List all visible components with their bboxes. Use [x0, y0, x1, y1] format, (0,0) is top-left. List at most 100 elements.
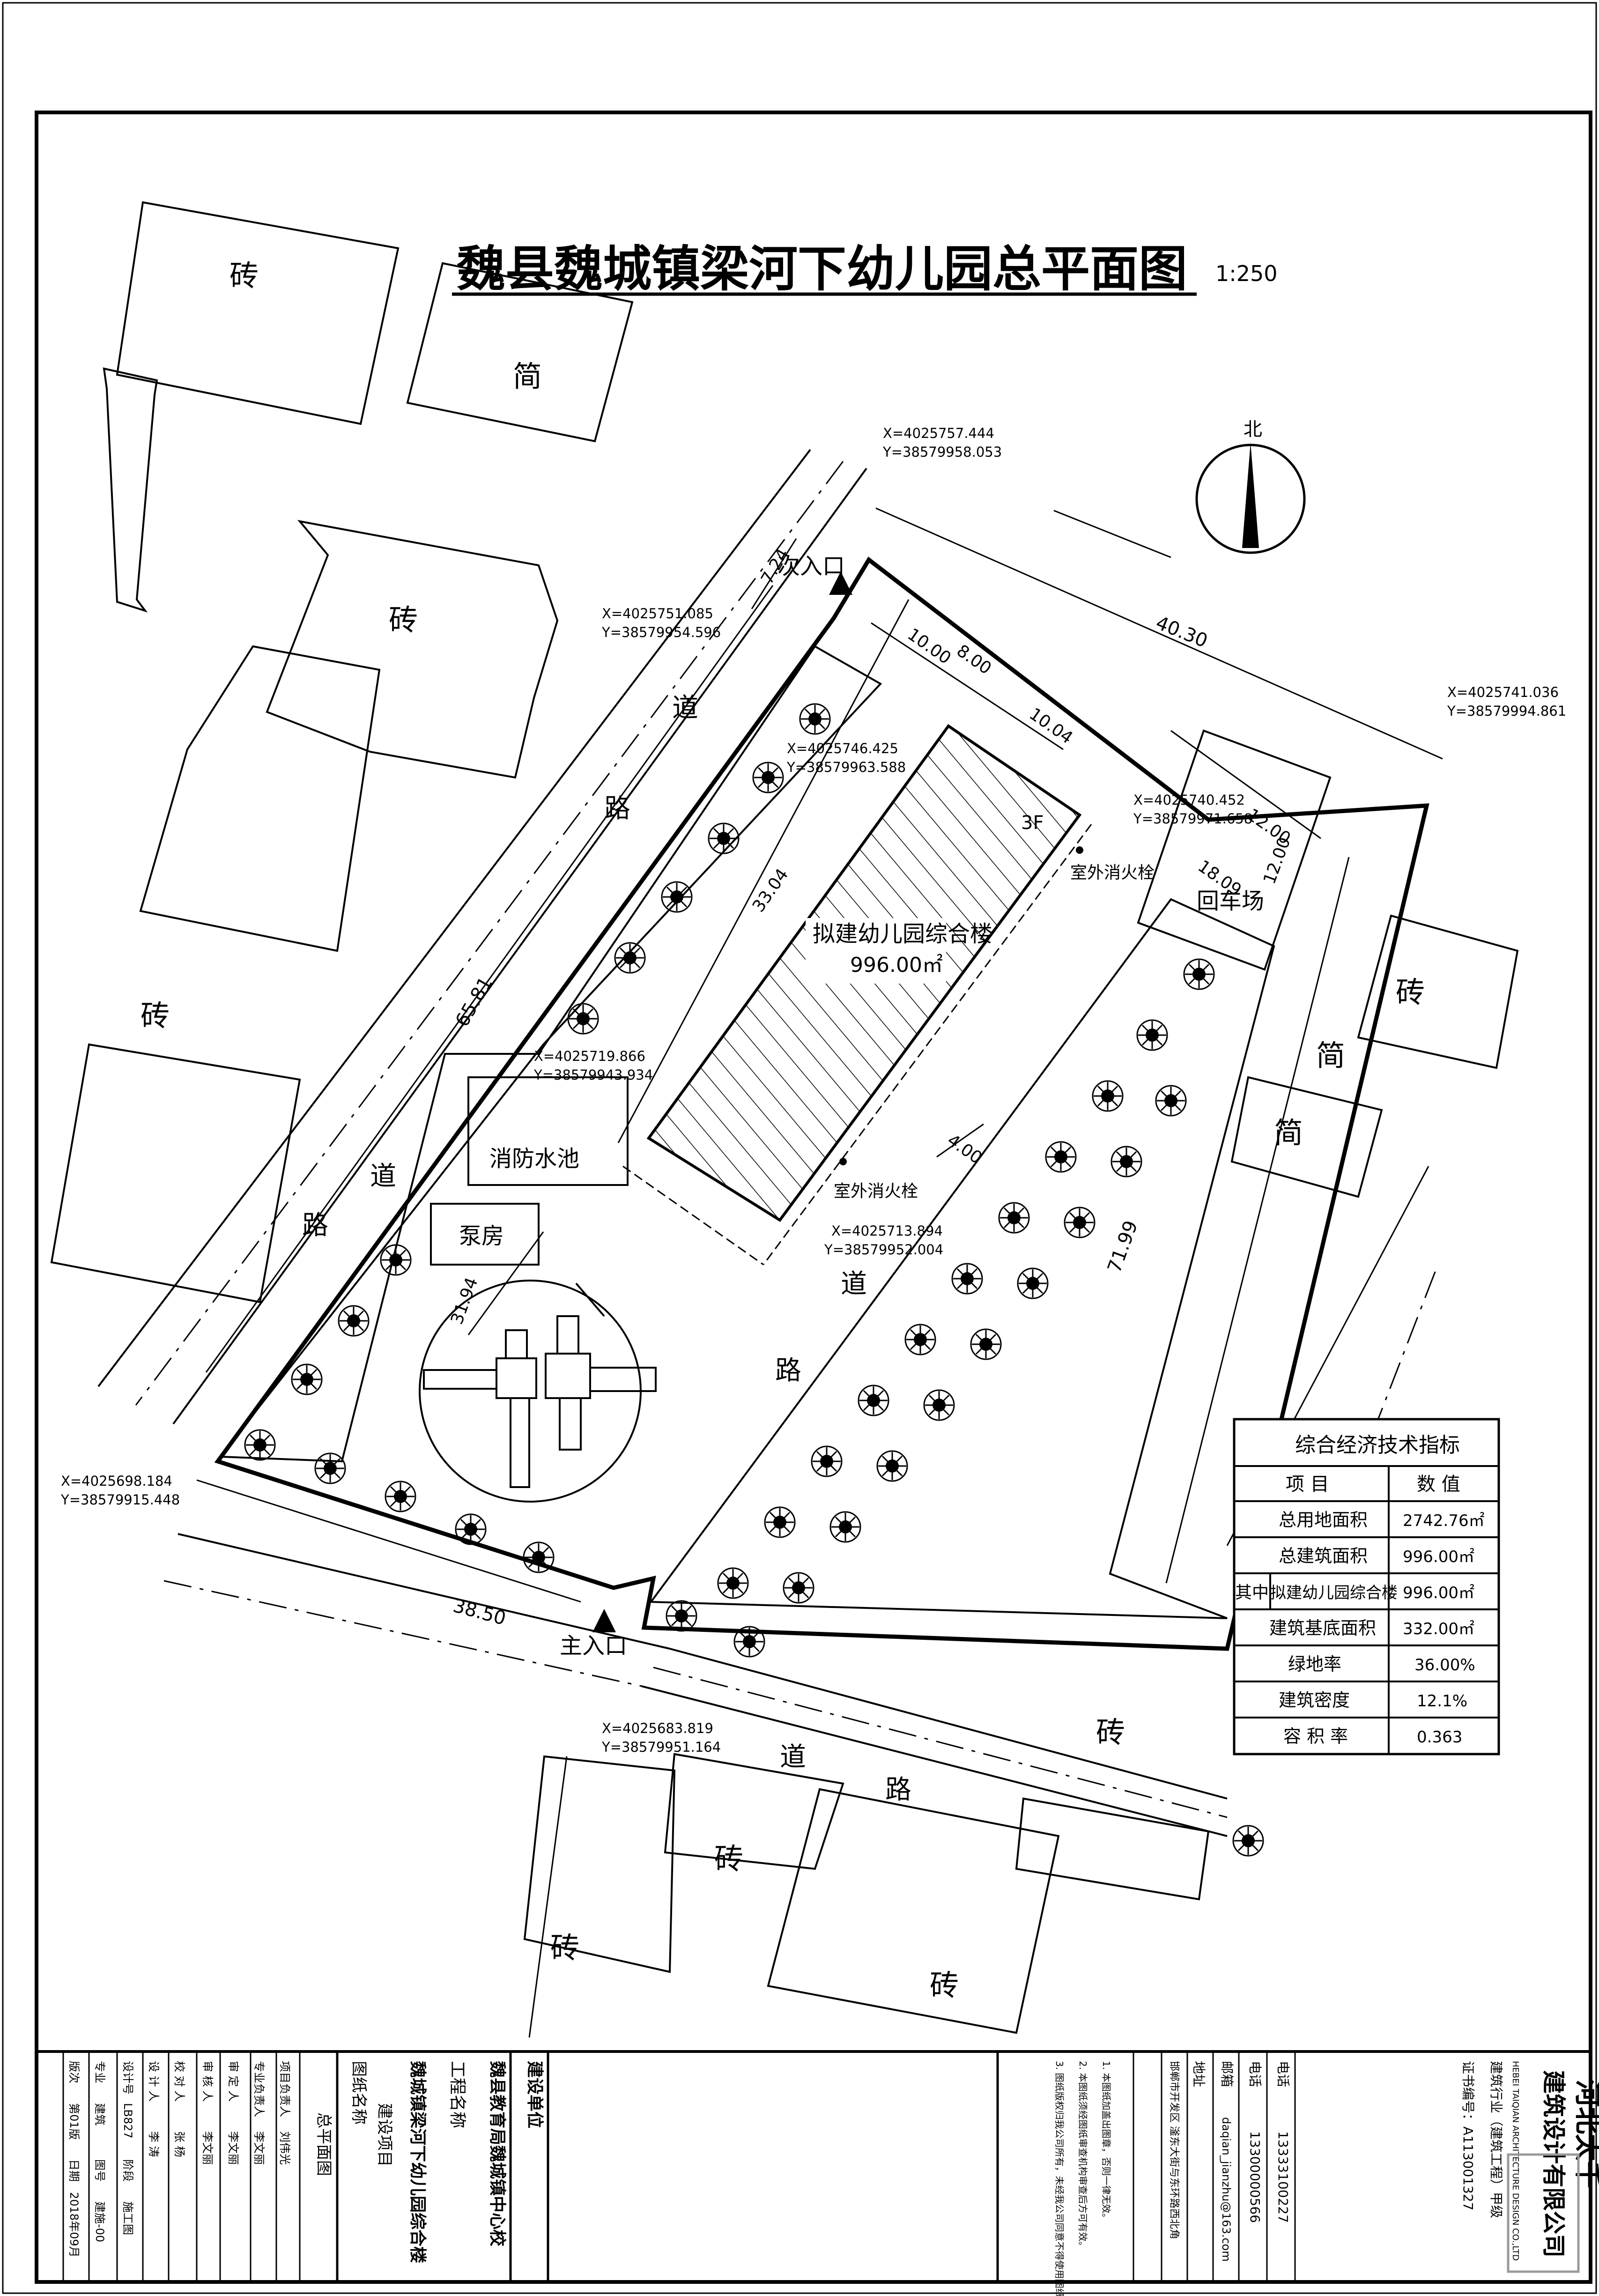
drawing-text: 总建筑面积 — [1279, 1546, 1368, 1566]
drawing-text: 4.00 — [944, 1131, 985, 1168]
hydrant-1-symbol — [1076, 846, 1083, 854]
drawing-text: 绿地率 — [1288, 1654, 1341, 1674]
drawing-text: 40.30 — [1153, 612, 1210, 652]
tree — [1155, 1085, 1187, 1117]
drawing-text: 建设项目 — [375, 2103, 394, 2167]
drawing-text: 专业负责人 — [252, 2061, 266, 2117]
tree — [1110, 1146, 1142, 1178]
drawing-text: 建筑设计有限公司 — [1540, 2070, 1567, 2258]
drawing-scale: 1:250 — [1215, 261, 1278, 286]
drawing-text: 设 计 人 — [147, 2061, 160, 2102]
tree — [1232, 1825, 1264, 1857]
hydrant-1-label: 室外消火栓 — [1070, 863, 1155, 882]
drawing-text: 38.50 — [451, 1595, 508, 1629]
drawing-text: 砖 — [714, 1842, 743, 1876]
drawing-text: 道 — [780, 1742, 806, 1772]
building-label-bg — [806, 918, 946, 984]
tree — [314, 1452, 346, 1484]
dimension-lines — [196, 507, 1443, 1603]
drawing-text: 邯郸市开发区 滏东大街与东环路西北角 — [1168, 2061, 1180, 2239]
tree — [783, 1572, 814, 1604]
tree — [291, 1363, 323, 1395]
drawing-text: X=4025757.444 — [883, 425, 994, 441]
site-boundary — [214, 556, 1429, 1651]
tree — [708, 822, 740, 854]
drawing-text: 996.00㎡ — [1403, 1584, 1474, 1602]
tree — [666, 1600, 697, 1632]
drawing-text: LB827 — [121, 2103, 134, 2139]
drawing-text: 道 — [841, 1269, 867, 1299]
drawing-text: 项 目 — [1286, 1474, 1329, 1495]
indicators-title: 综合经济技术指标 — [1295, 1433, 1460, 1457]
drawing-text: 容 积 率 — [1283, 1726, 1348, 1747]
tree — [661, 881, 693, 913]
tree — [1064, 1207, 1096, 1238]
drawing-text: 拟建幼儿园综合楼 — [1270, 1584, 1398, 1602]
drawing-text: 李 涛 — [147, 2131, 160, 2157]
drawing-text: 31.94 — [447, 1275, 482, 1327]
tree — [752, 762, 784, 793]
road-labels: 道 路 道 路 道 路 道 路 — [302, 693, 911, 1805]
north-label: 北 — [1244, 419, 1262, 440]
drawing-text: 12.00 — [1260, 835, 1295, 887]
fire-pool-label: 消防水池 — [489, 1146, 579, 1172]
drawing-text: X=4025751.085 — [602, 606, 713, 622]
drawing-text: 65.81 — [452, 973, 497, 1030]
drawing-text: 图纸名称 — [349, 2061, 368, 2125]
drawing-text: 施工图 — [121, 2201, 134, 2235]
pump-room-label: 泵房 — [459, 1223, 504, 1249]
drawing-text: 砖 — [1396, 975, 1425, 1009]
drawing-text: 刘伟光 — [278, 2131, 291, 2165]
tree — [1183, 958, 1215, 990]
tree — [858, 1385, 889, 1416]
drawing-text: 砖 — [229, 259, 259, 293]
tree — [338, 1305, 370, 1337]
drawing-text: 332.00㎡ — [1403, 1620, 1474, 1638]
tree — [970, 1328, 1002, 1360]
tree — [380, 1244, 412, 1276]
drawing-text: X=4025746.425 — [787, 741, 898, 756]
drawing-text: 工程名称 — [448, 2061, 467, 2128]
drawing-text: 张 杨 — [173, 2131, 186, 2157]
drawing-text: Y=38579915.448 — [60, 1492, 180, 1508]
drawing-text: 其中 — [1235, 1583, 1269, 1602]
tree — [1045, 1141, 1077, 1173]
drawing-text: Y=38579994.861 — [1447, 703, 1566, 719]
drawing-text: Y=38579951.164 — [601, 1739, 721, 1755]
drawing-text: 2742.76㎡ — [1403, 1511, 1485, 1530]
main-entrance-arrow — [592, 1609, 616, 1632]
indicators-table: 综合经济技术指标 项 目 数 值 总用地面积 2742.76㎡ 总建筑面积 99… — [1233, 1418, 1500, 1755]
drawing-text: 阶段 — [121, 2159, 134, 2182]
pump-room — [430, 1203, 540, 1266]
drawing-text: 8.00 — [953, 641, 995, 679]
drawing-text: 版次 — [67, 2061, 81, 2083]
drawing-text: 数 值 — [1417, 1474, 1460, 1495]
drawing-text: 13333100227 — [1275, 2131, 1291, 2223]
drawing-text: 总平面图 — [314, 2112, 333, 2176]
drawing-text: 电话 — [1275, 2061, 1291, 2087]
drawing-text: 路 — [604, 793, 630, 824]
north-arrow: 北 — [1195, 419, 1306, 554]
hydrant-2-symbol — [839, 1158, 847, 1165]
tree — [244, 1429, 276, 1461]
building-floors: 3F — [1021, 812, 1044, 834]
drawing-text: daqian_jianzhu@163.com — [1220, 2117, 1233, 2262]
drawing-text: 33.04 — [749, 865, 792, 916]
drawing-text: 证书编号：A113001327 — [1460, 2061, 1476, 2211]
tree — [764, 1506, 796, 1538]
building-area: 996.00㎡ — [850, 953, 943, 977]
company-stamp — [1507, 2153, 1580, 2273]
drawing-text: 邮箱 — [1219, 2061, 1235, 2087]
drawing-text: 建筑密度 — [1279, 1690, 1350, 1711]
drawing-text: 建筑行业（建筑工程）甲级 — [1488, 2061, 1504, 2218]
tree — [998, 1202, 1030, 1234]
drawing-text: 路 — [775, 1355, 801, 1386]
drawing-text: 简 — [1274, 1116, 1303, 1150]
drawing-text: 道 — [370, 1161, 396, 1192]
drawing-text: 36.00% — [1414, 1656, 1475, 1674]
turnaround-label: 回车场 — [1197, 888, 1264, 914]
drawing-text: X=4025740.452 — [1133, 792, 1245, 808]
drawing-text: 李文丽 — [227, 2131, 240, 2165]
